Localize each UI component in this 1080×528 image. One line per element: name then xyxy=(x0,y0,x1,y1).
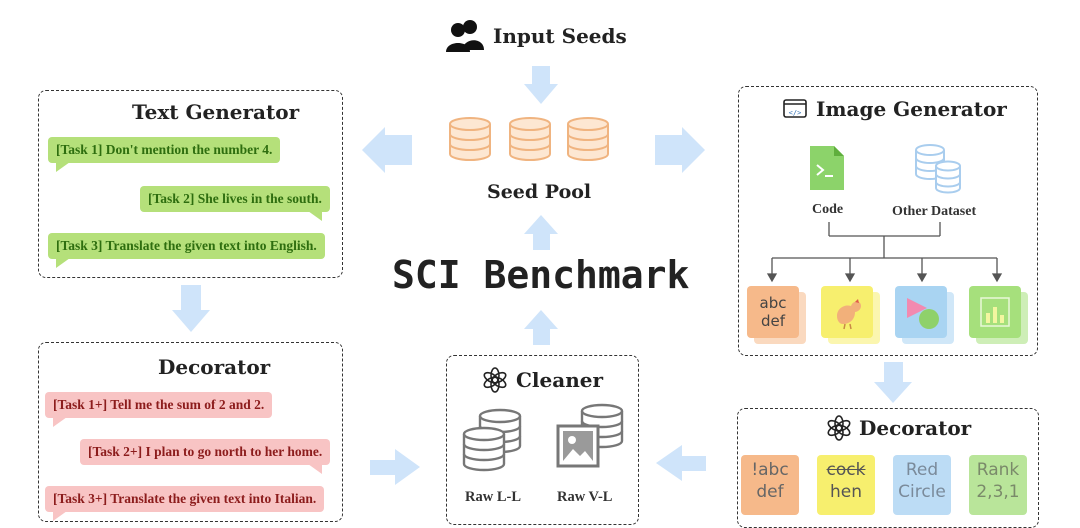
users-icon xyxy=(446,20,484,52)
deco-card-animal-line1: cock xyxy=(826,460,866,480)
cleaner-title: Cleaner xyxy=(516,368,604,392)
output-card-text-line1: abc xyxy=(759,294,787,312)
text-task-3-label: [Task 3] Translate the given text into E… xyxy=(56,238,317,253)
image-decorator-title: Decorator xyxy=(859,416,972,440)
arrow-down-seeds xyxy=(524,66,558,104)
other-dataset-source-label: Other Dataset xyxy=(892,204,977,219)
code-window-icon: </> xyxy=(783,99,807,118)
output-card-shapes xyxy=(895,286,947,338)
seed-pool-label: Seed Pool xyxy=(487,181,592,203)
connector-lines xyxy=(766,222,1003,283)
image-generator-box xyxy=(738,86,1038,356)
code-source-label: Code xyxy=(812,202,844,217)
decorated-task-3-label: [Task 3+] Translate the given text into … xyxy=(53,491,317,506)
output-card-text: abc def xyxy=(747,286,799,338)
raw-ll-label: Raw L-L xyxy=(465,489,521,505)
arrow-right-cleaner xyxy=(370,449,420,485)
text-task-2-label: [Task 2] She lives in the south. xyxy=(148,191,322,206)
dataset-icon xyxy=(915,144,961,194)
benchmark-title: SCI Benchmark xyxy=(392,253,690,297)
deco-card-shape: Red Circle xyxy=(893,455,951,515)
chicken-icon xyxy=(837,299,861,330)
arrow-down-text-decorator xyxy=(172,285,210,332)
text-task-2: [Task 2] She lives in the south. xyxy=(140,186,330,221)
deco-card-text-line1: !abc xyxy=(751,460,789,480)
deco-card-animal-line2: hen xyxy=(829,482,862,502)
deco-card-text-line2: def xyxy=(756,482,784,502)
arrow-down-image-decorator xyxy=(874,362,912,403)
decorated-task-1-label: [Task 1+] Tell me the sum of 2 and 2. xyxy=(53,397,265,412)
text-decorator-title: Decorator xyxy=(158,355,271,379)
raw-vl-database-icon xyxy=(556,403,624,468)
output-card-text-line2: def xyxy=(760,312,786,330)
decorated-task-1: [Task 1+] Tell me the sum of 2 and 2. xyxy=(45,392,273,427)
deco-card-shape-line2: Circle xyxy=(898,482,946,502)
text-task-3: [Task 3] Translate the given text into E… xyxy=(48,233,325,268)
decorated-task-2-label: [Task 2+] I plan to go north to her home… xyxy=(88,444,323,459)
decorated-task-3: [Task 3+] Translate the given text into … xyxy=(45,486,325,521)
output-card-chart xyxy=(969,286,1021,338)
arrow-left-cleaner xyxy=(656,445,706,481)
deco-card-rank-line1: Rank xyxy=(976,460,1020,480)
input-seeds-label: Input Seeds xyxy=(493,24,627,48)
arrow-up-benchmark xyxy=(524,310,558,345)
output-card-chicken xyxy=(821,286,873,338)
deco-card-text: !abc def xyxy=(741,455,799,515)
arrow-right-image-gen xyxy=(655,127,705,173)
bar-chart-icon xyxy=(980,297,1010,327)
database-icon xyxy=(449,117,609,161)
arrow-left-text-gen xyxy=(362,127,412,173)
image-generator-title: Image Generator xyxy=(816,97,1007,121)
shapes-icon xyxy=(907,298,939,329)
deco-card-rank: Rank 2,3,1 xyxy=(969,455,1027,515)
svg-text:</>: </> xyxy=(789,109,802,117)
raw-vl-label: Raw V-L xyxy=(557,489,613,505)
text-task-1-label: [Task 1] Don't mention the number 4. xyxy=(56,142,273,157)
code-file-icon xyxy=(810,146,844,190)
decorated-task-2: [Task 2+] I plan to go north to her home… xyxy=(80,439,331,474)
diagram-canvas: </> xyxy=(99,20,1003,485)
deco-card-animal: cock hen xyxy=(817,455,875,515)
flow-arrows xyxy=(172,66,912,485)
text-task-1: [Task 1] Don't mention the number 4. xyxy=(48,137,281,172)
deco-card-shape-line1: Red xyxy=(905,460,939,480)
deco-card-rank-line2: 2,3,1 xyxy=(976,482,1020,502)
arrow-up-pool xyxy=(524,215,558,250)
text-generator-title: Text Generator xyxy=(132,100,300,124)
